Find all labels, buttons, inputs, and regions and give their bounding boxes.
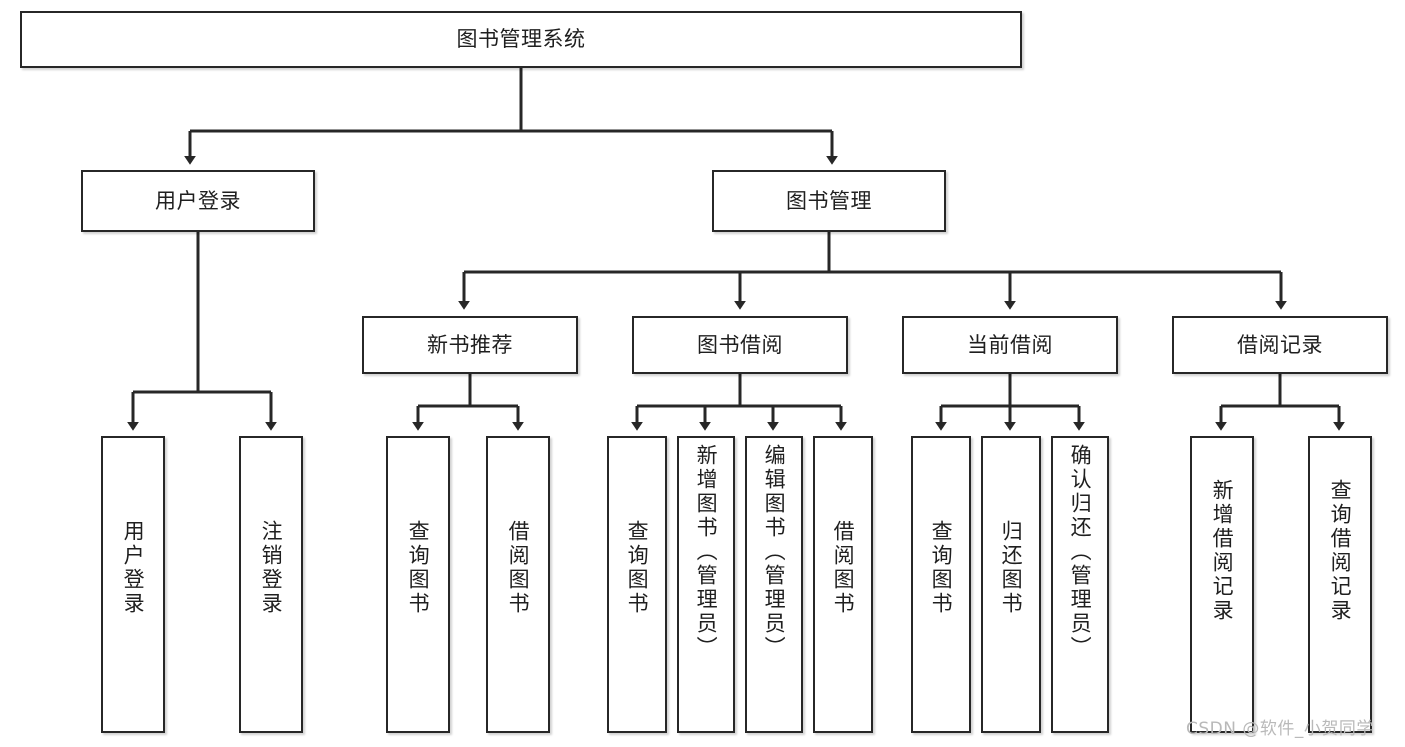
leaf-query-book-1[interactable]: 查询图书 [386,436,450,733]
node-book-manage[interactable]: 图书管理 [712,170,946,232]
leaf-return-book[interactable]: 归还图书 [981,436,1041,733]
leaf-user-login[interactable]: 用户登录 [101,436,165,733]
leaf-edit-book-label: 编辑图书（管理员） [762,444,787,660]
node-book-manage-label: 图书管理 [786,188,872,213]
node-current-borrow[interactable]: 当前借阅 [902,316,1118,374]
leaf-confirm-return[interactable]: 确认归还（管理员） [1051,436,1109,733]
node-current-borrow-label: 当前借阅 [967,332,1053,357]
leaf-add-record[interactable]: 新增借阅记录 [1190,436,1254,733]
leaf-edit-book[interactable]: 编辑图书（管理员） [745,436,803,733]
leaf-query-record[interactable]: 查询借阅记录 [1308,436,1372,733]
leaf-borrow-book-2[interactable]: 借阅图书 [813,436,873,733]
leaf-confirm-return-label: 确认归还（管理员） [1068,444,1093,660]
node-user-login[interactable]: 用户登录 [81,170,315,232]
leaf-borrow-book-1[interactable]: 借阅图书 [486,436,550,733]
leaf-query-book-2[interactable]: 查询图书 [607,436,667,733]
leaf-logout[interactable]: 注销登录 [239,436,303,733]
leaf-query-book-1-label: 查询图书 [406,520,431,616]
leaf-return-book-label: 归还图书 [999,520,1024,616]
leaf-query-book-2-label: 查询图书 [625,520,650,616]
node-new-book-rec-label: 新书推荐 [427,332,513,357]
node-borrow-record-label: 借阅记录 [1237,332,1323,357]
node-root[interactable]: 图书管理系统 [20,11,1022,68]
csdn-watermark: CSDN @软件_小贺同学 [1186,719,1374,739]
node-borrow-record[interactable]: 借阅记录 [1172,316,1388,374]
leaf-query-book-3[interactable]: 查询图书 [911,436,971,733]
node-user-login-label: 用户登录 [155,188,241,213]
leaf-query-record-label: 查询借阅记录 [1328,479,1353,623]
leaf-borrow-book-1-label: 借阅图书 [506,520,531,616]
node-new-book-rec[interactable]: 新书推荐 [362,316,578,374]
node-book-borrow-label: 图书借阅 [697,332,783,357]
leaf-logout-label: 注销登录 [259,520,284,616]
node-root-label: 图书管理系统 [456,27,586,52]
leaf-borrow-book-2-label: 借阅图书 [831,520,856,616]
leaf-user-login-label: 用户登录 [121,520,146,616]
leaf-add-book-label: 新增图书（管理员） [694,444,719,660]
leaf-add-book[interactable]: 新增图书（管理员） [677,436,735,733]
leaf-add-record-label: 新增借阅记录 [1210,479,1235,623]
node-book-borrow[interactable]: 图书借阅 [632,316,848,374]
leaf-query-book-3-label: 查询图书 [929,520,954,616]
